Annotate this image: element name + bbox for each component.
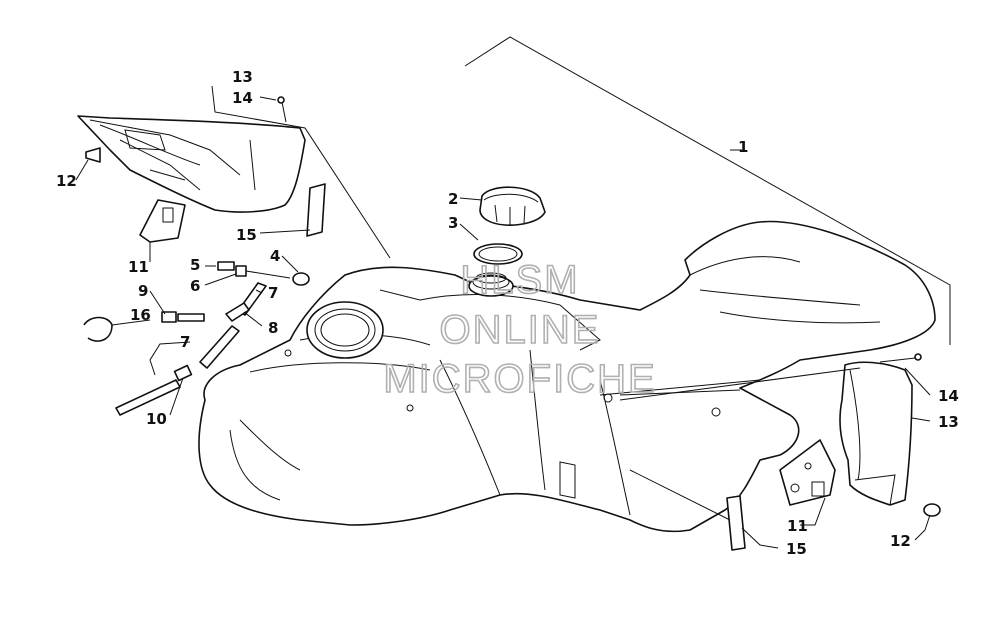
grommet [292, 272, 310, 286]
pad-left [306, 183, 326, 237]
bracket-right [779, 439, 836, 506]
callout-7-lower: 7 [180, 333, 190, 351]
callout-14-left: 14 [232, 89, 253, 107]
cap-gasket-inner [478, 246, 518, 262]
hose-clip [83, 316, 113, 342]
callout-13-right: 13 [938, 413, 959, 431]
callout-16: 16 [130, 306, 151, 324]
bracket-left [139, 199, 186, 243]
callout-4: 4 [270, 247, 280, 265]
callout-14-right: 14 [938, 387, 959, 405]
screw-left [277, 96, 287, 123]
callout-8: 8 [268, 319, 278, 337]
grommet-left [85, 147, 101, 163]
hose-fitting [161, 311, 205, 323]
grommet-right [923, 503, 941, 517]
leader-lines [75, 85, 931, 549]
callout-15-right: 15 [786, 540, 807, 558]
fuel-cap [479, 186, 546, 226]
fuel-tank [198, 220, 936, 533]
callout-3: 3 [448, 214, 458, 232]
callout-2: 2 [448, 190, 458, 208]
callout-1: 1 [738, 138, 748, 156]
callout-labels: 1 2 3 13 14 12 15 11 4 5 6 7 8 9 16 7 10… [56, 68, 959, 558]
callout-12-right: 12 [890, 532, 911, 550]
callout-11-left: 11 [128, 258, 149, 276]
side-panel-left [77, 115, 306, 213]
callout-7-upper: 7 [268, 284, 278, 302]
callout-5: 5 [190, 256, 200, 274]
hose-connector [173, 364, 193, 382]
watermark-line-1: HLSM [460, 258, 579, 302]
assembly-bracket [464, 36, 951, 345]
callout-6: 6 [190, 277, 200, 295]
watermark: HLSM ONLINE MICROFICHE [383, 257, 656, 402]
callout-11-right: 11 [787, 517, 808, 535]
side-panel-right [839, 361, 913, 506]
screw-right [879, 353, 922, 363]
callout-12-left: 12 [56, 172, 77, 190]
watermark-line-3: MICROFICHE [383, 357, 656, 401]
callout-15-left: 15 [236, 226, 257, 244]
fuel-hose [199, 325, 240, 369]
watermark-line-2: ONLINE [440, 308, 601, 352]
callout-9: 9 [138, 282, 148, 300]
callout-10: 10 [146, 410, 167, 428]
check-valve [225, 302, 250, 322]
pad-right [726, 495, 746, 551]
callout-13-left: 13 [232, 68, 253, 86]
vent-fitting [217, 261, 291, 279]
